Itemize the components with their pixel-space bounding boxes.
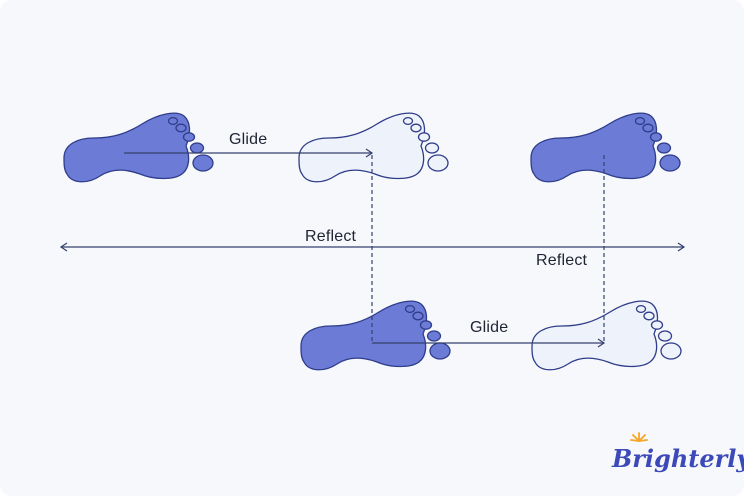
filled-foot-icon (300, 300, 451, 371)
brighterly-logo: Brighterly (612, 444, 744, 473)
filled-foot-icon (63, 112, 214, 183)
glide-arrow-bottom (372, 338, 606, 348)
glide-label-top: Glide (229, 131, 268, 148)
outline-foot-icon (531, 300, 682, 371)
filled-foot-icon (530, 112, 681, 183)
outline-foot-icon (298, 112, 449, 183)
brighterly-sun-icon (630, 432, 648, 442)
reflect-label-right: Reflect (536, 252, 588, 269)
glide-label-bottom: Glide (470, 319, 509, 336)
reflect-label-axis: Reflect (305, 228, 357, 245)
glide-arrow-top (124, 148, 374, 158)
